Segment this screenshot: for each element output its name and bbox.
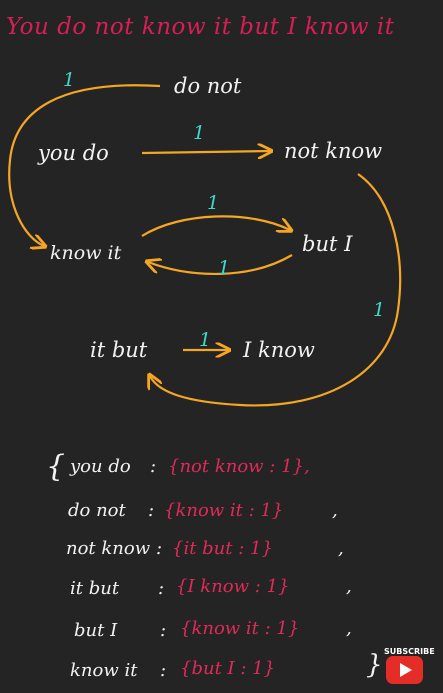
dict-comma: , [346,576,352,597]
dict-value: {know it : 1} [180,618,300,639]
node-know-it: know it [50,242,122,264]
dict-value: {not know : 1}, [168,456,310,477]
arrow-know-it-to-but-i [141,215,290,237]
dict-value: {but I : 1} [180,658,276,679]
weight-not-know-it-but: 1 [373,299,386,321]
dict-key: it but [70,578,120,599]
node-not-know: not know [284,139,383,163]
dict-comma: , [346,618,352,639]
dict-comma: , [332,500,338,521]
node-but-i: but I [302,232,353,256]
weight-it-but-i-know: 1 [199,329,212,351]
dict-sep: : [150,456,157,477]
dict-open-brace: { [46,449,66,484]
dict-value: {I know : 1} [176,576,290,597]
dict-key: but I [74,620,118,641]
weight-you-do-not-know: 1 [193,122,206,144]
weight-arc-top: 1 [63,69,76,91]
node-you-do: you do [38,141,109,165]
dict-sep: : [160,620,167,641]
dict-key: not know [66,538,151,559]
dict-key: know it [70,660,138,681]
dict-sep: : [156,538,163,559]
dict-close-brace: } [366,650,383,680]
youtube-subscribe-button[interactable] [386,656,423,684]
node-do-not: do not [174,74,242,98]
dict-sep: : [148,500,155,521]
dict-value: {know it : 1} [164,500,284,521]
weight-but-i-know-it: 1 [218,257,231,279]
node-it-but: it but [90,338,148,362]
node-i-know: I know [243,338,315,362]
page-title: You do not know it but I know it [6,14,395,40]
dict-sep: : [160,660,167,681]
weight-know-it-but-i: 1 [207,192,220,214]
arrow-you-do-to-not-know [141,151,270,153]
arrow-but-i-to-know-it [148,254,293,276]
arc-not-know-to-it-but [150,173,402,407]
subscribe-label[interactable]: SUBSCRIBE [384,647,435,656]
dict-value: {it but : 1} [172,538,273,559]
dict-key: you do [70,456,131,477]
dict-sep: : [158,578,165,599]
youtube-play-icon [400,663,412,677]
arc-do-not-to-know-it [8,84,161,246]
dict-comma: , [338,538,344,559]
dict-key: do not [68,500,126,521]
